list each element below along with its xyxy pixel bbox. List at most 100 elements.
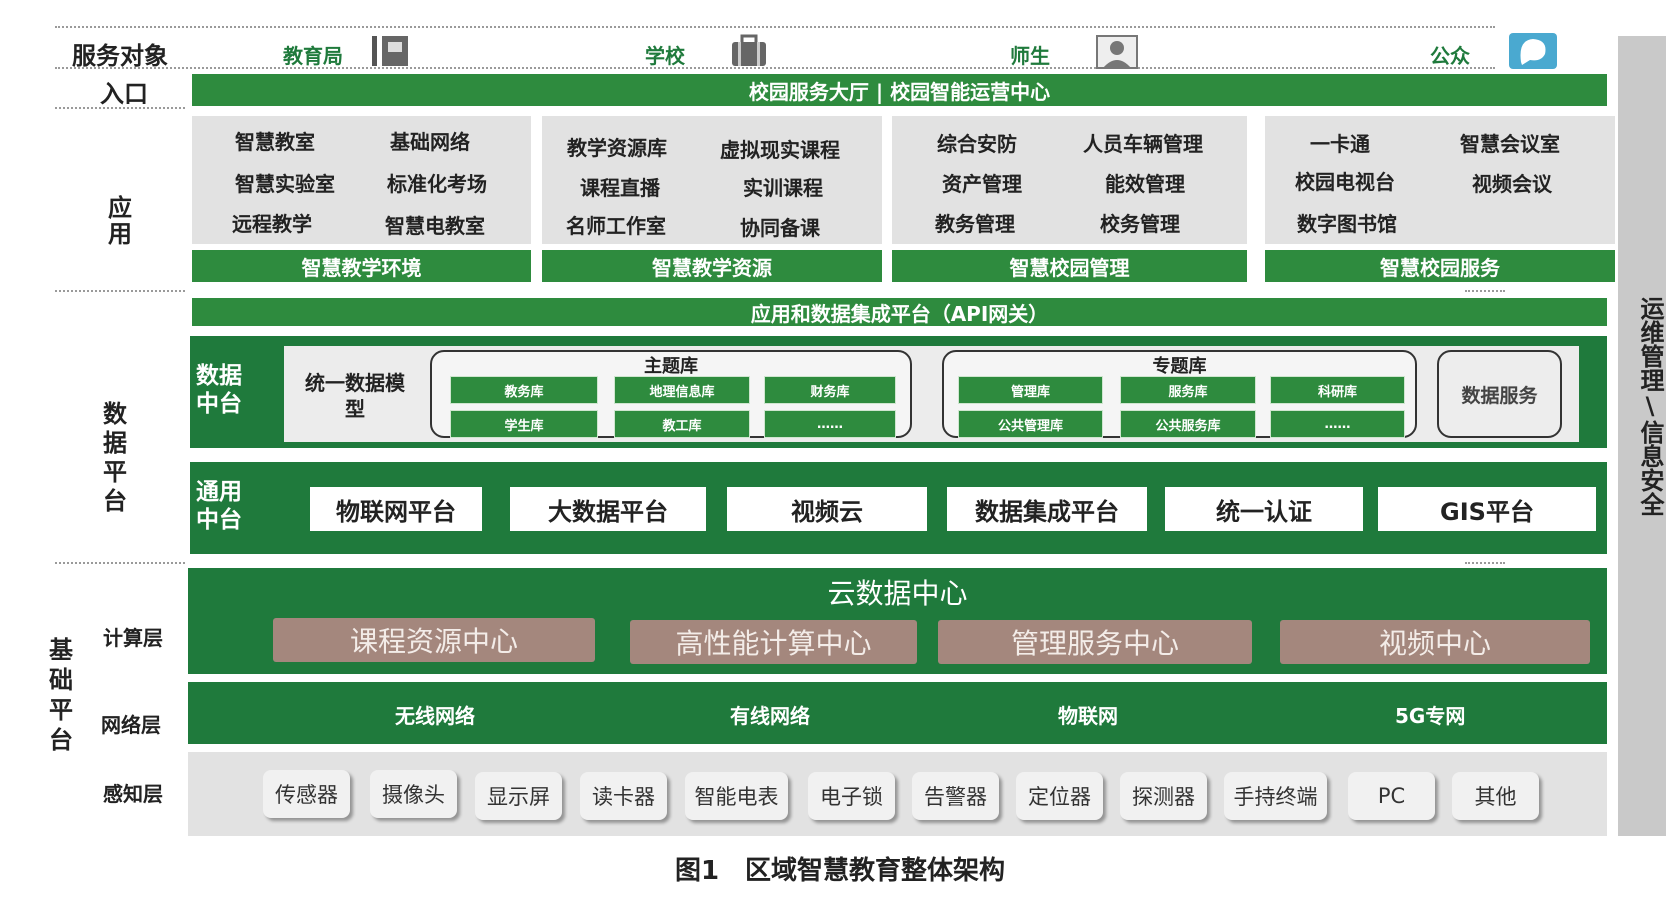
sensing-device-chip: 定位器 bbox=[1016, 772, 1103, 820]
sensing-device-chip: 显示屏 bbox=[475, 772, 562, 820]
network-layer-panel bbox=[188, 682, 1607, 744]
app-item: 基础网络 bbox=[390, 130, 470, 154]
sensing-device-chip: 传感器 bbox=[263, 770, 350, 818]
app-group-resources bbox=[542, 116, 882, 244]
theme-library-tag: 地理信息库 bbox=[614, 376, 750, 404]
app-item: 资产管理 bbox=[942, 172, 1022, 196]
entry-bar: 校园服务大厅 | 校园智能运营中心 bbox=[192, 74, 1607, 106]
sensing-device-chip: 告警器 bbox=[912, 772, 999, 820]
data-platform-label: 数据平台 bbox=[103, 400, 127, 515]
special-library-tag: 公共服务库 bbox=[1120, 410, 1256, 438]
app-item: 智慧教室 bbox=[235, 130, 315, 154]
sensing-device-chip: 电子锁 bbox=[808, 772, 895, 820]
video-cloud-box: 视频云 bbox=[727, 487, 927, 531]
entry-label: 入口 bbox=[100, 80, 148, 108]
service-target-public: 公众 bbox=[1430, 44, 1470, 68]
management-service-center: 管理服务中心 bbox=[938, 620, 1252, 664]
theme-library-tag: 学生库 bbox=[450, 410, 598, 438]
compute-layer-label: 计算层 bbox=[103, 626, 163, 650]
theme-library-tag: 教工库 bbox=[614, 410, 750, 438]
service-target-education-bureau: 教育局 bbox=[283, 44, 343, 68]
sensing-layer-label: 感知层 bbox=[103, 782, 163, 806]
top-separator bbox=[55, 26, 1495, 28]
app-item: 人员车辆管理 bbox=[1083, 132, 1203, 156]
general-middle-label: 通用中台 bbox=[196, 479, 242, 533]
network-item: 5G专网 bbox=[1395, 704, 1466, 728]
app-item: 综合安防 bbox=[937, 132, 1017, 156]
app-item: 智慧实验室 bbox=[235, 172, 335, 196]
integration-bar: 应用和数据集成平台（API网关） bbox=[192, 298, 1607, 326]
school-icon bbox=[732, 34, 766, 66]
theme-library-title: 主题库 bbox=[644, 356, 698, 377]
theme-library-tag: 财务库 bbox=[764, 376, 896, 404]
sensing-device-chip: 其他 bbox=[1452, 772, 1539, 820]
app-item: 数字图书馆 bbox=[1297, 212, 1397, 236]
app-item: 智慧电教室 bbox=[385, 214, 485, 238]
sensing-device-chip: 读卡器 bbox=[580, 772, 667, 820]
big-data-platform-box: 大数据平台 bbox=[510, 487, 706, 531]
app-item: 远程教学 bbox=[232, 212, 312, 236]
network-layer-label: 网络层 bbox=[101, 713, 161, 737]
entry-separator bbox=[55, 107, 185, 109]
service-target-school: 学校 bbox=[645, 44, 685, 68]
base-platform-label: 基础平台 bbox=[49, 636, 73, 754]
cloud-data-center-title: 云数据中心 bbox=[827, 577, 968, 610]
app-item: 标准化考场 bbox=[387, 172, 487, 196]
app-item: 课程直播 bbox=[580, 176, 660, 200]
network-item: 有线网络 bbox=[730, 704, 810, 728]
course-resource-center: 课程资源中心 bbox=[273, 618, 595, 662]
iot-platform-box: 物联网平台 bbox=[310, 487, 482, 531]
app-item: 教学资源库 bbox=[567, 136, 667, 160]
network-item: 无线网络 bbox=[395, 704, 475, 728]
data-service-box: 数据服务 bbox=[1437, 350, 1562, 438]
sensing-device-chip: 手持终端 bbox=[1224, 772, 1327, 820]
unified-data-model: 统一数据模型 bbox=[305, 371, 405, 421]
app-item: 校务管理 bbox=[1100, 212, 1180, 236]
app-group-footer-management: 智慧校园管理 bbox=[892, 250, 1247, 282]
app-item: 协同备课 bbox=[740, 216, 820, 240]
app-group-management bbox=[892, 116, 1247, 244]
unified-auth-box: 统一认证 bbox=[1165, 487, 1363, 531]
service-separator bbox=[55, 67, 1495, 69]
app-item: 校园电视台 bbox=[1295, 170, 1395, 194]
sensing-device-chip: 智能电表 bbox=[685, 772, 788, 820]
ops-security-bar bbox=[1618, 36, 1666, 836]
data-middle-label: 数据中台 bbox=[196, 363, 242, 417]
sensing-device-chip: PC bbox=[1348, 772, 1435, 820]
network-item: 物联网 bbox=[1058, 704, 1118, 728]
app-item: 虚拟现实课程 bbox=[720, 138, 840, 162]
video-center: 视频中心 bbox=[1280, 620, 1590, 664]
special-library-tag: …… bbox=[1270, 410, 1405, 438]
service-target-teacher-student: 师生 bbox=[1010, 44, 1050, 68]
app-separator bbox=[55, 290, 185, 292]
app-item: 智慧会议室 bbox=[1460, 132, 1560, 156]
app-group-services bbox=[1265, 116, 1615, 244]
data-separator-right bbox=[1465, 562, 1505, 564]
app-group-environment bbox=[192, 116, 531, 244]
data-integration-platform-box: 数据集成平台 bbox=[947, 487, 1147, 531]
application-label: 应用 bbox=[108, 194, 132, 248]
figure-caption: 图1 区域智慧教育整体架构 bbox=[674, 856, 1006, 886]
hpc-center: 高性能计算中心 bbox=[630, 620, 917, 664]
theme-library-tag: 教务库 bbox=[450, 376, 598, 404]
special-library-title: 专题库 bbox=[1152, 356, 1207, 377]
app-separator-right bbox=[1465, 290, 1505, 292]
service-label: 服务对象 bbox=[72, 42, 168, 70]
app-item: 能效管理 bbox=[1105, 172, 1185, 196]
data-separator bbox=[55, 562, 185, 564]
special-library-tag: 公共管理库 bbox=[958, 410, 1103, 438]
app-item: 名师工作室 bbox=[566, 214, 666, 238]
gis-platform-box: GIS平台 bbox=[1378, 487, 1596, 531]
app-item: 实训课程 bbox=[743, 176, 823, 200]
education-bureau-icon bbox=[372, 36, 408, 66]
sensing-device-chip: 探测器 bbox=[1120, 772, 1207, 820]
ops-security-label: 运维管理\信息安全 bbox=[1636, 296, 1664, 516]
app-item: 视频会议 bbox=[1472, 172, 1552, 196]
app-item: 一卡通 bbox=[1310, 132, 1370, 156]
special-library-tag: 管理库 bbox=[958, 376, 1103, 404]
person-icon bbox=[1096, 35, 1138, 69]
app-item: 教务管理 bbox=[935, 212, 1015, 236]
app-group-footer-resources: 智慧教学资源 bbox=[542, 250, 882, 282]
theme-library-tag: …… bbox=[764, 410, 896, 438]
app-group-footer-services: 智慧校园服务 bbox=[1265, 250, 1615, 282]
